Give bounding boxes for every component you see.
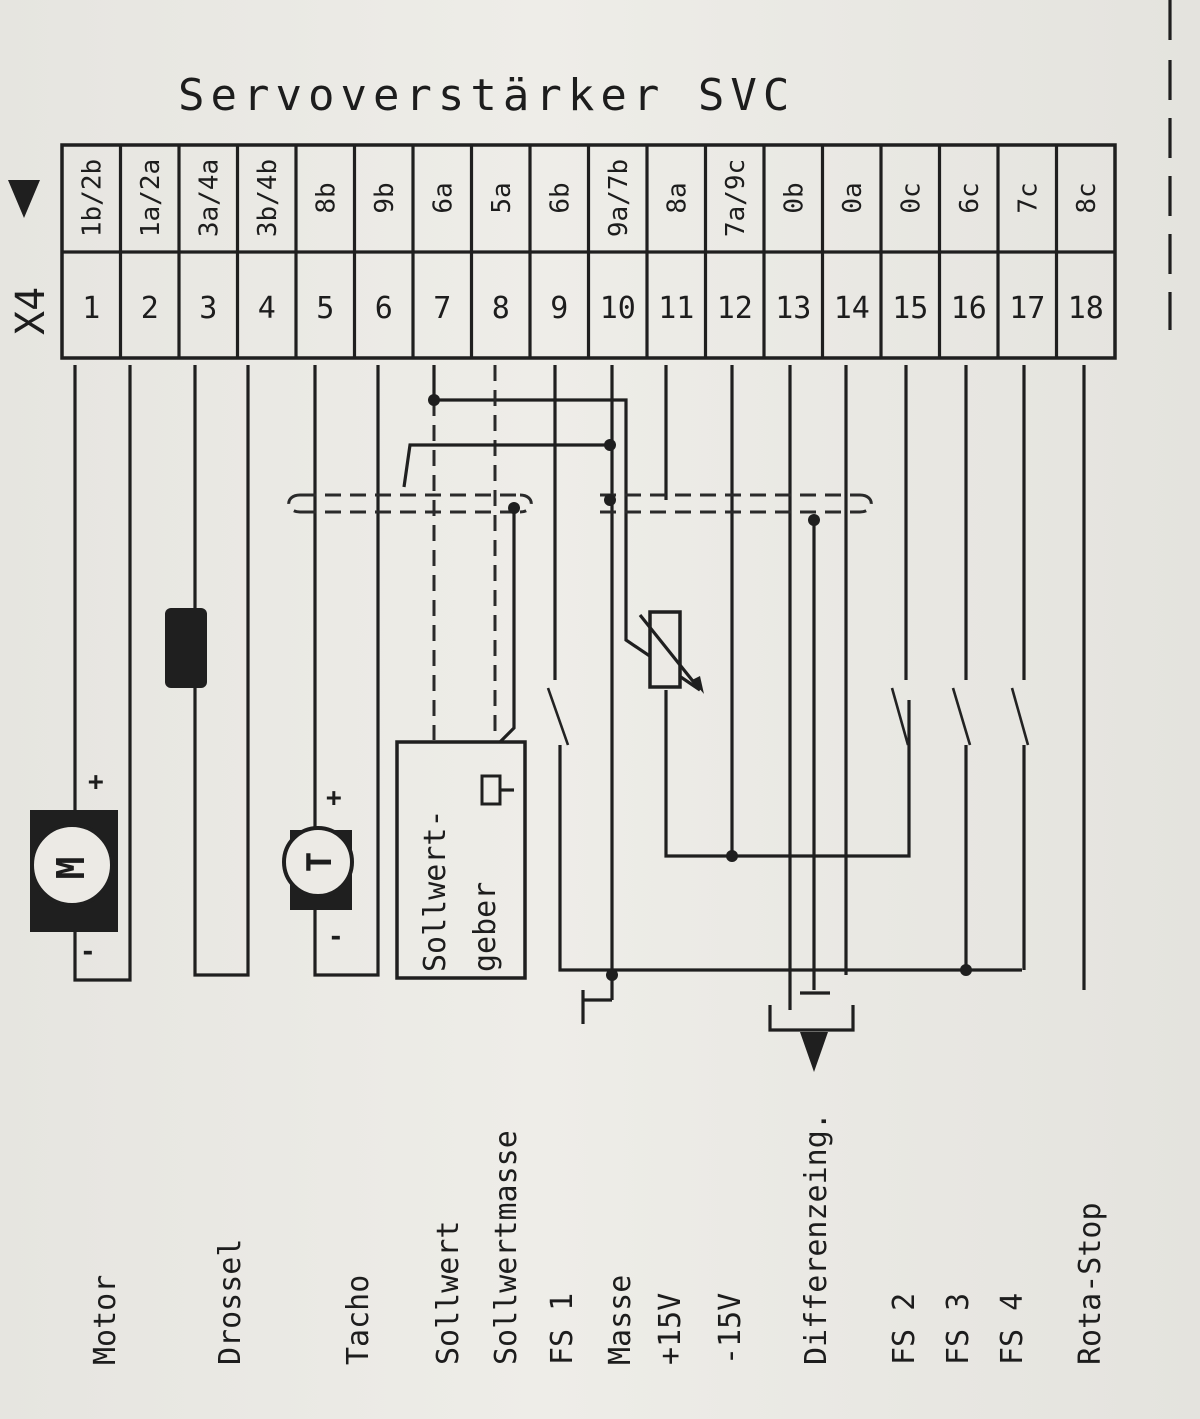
pin-contact-2: 1a/2a — [136, 159, 166, 237]
pin-number-10: 10 — [600, 291, 636, 326]
pin-contact-17: 7c — [1013, 182, 1043, 213]
pin-contact-15: 0c — [896, 182, 926, 213]
junction-dots — [428, 394, 972, 981]
pin-number-12: 12 — [717, 291, 753, 326]
label-drossel: Drossel — [213, 1239, 248, 1365]
motor-plus: + — [88, 767, 104, 797]
pin-number-13: 13 — [775, 291, 811, 326]
pin-contact-8: 5a — [487, 182, 517, 213]
pin-contact-7: 6a — [428, 182, 458, 213]
pin-number-7: 7 — [433, 291, 451, 326]
connector-arrow-icon — [8, 180, 40, 218]
pin-contact-13: 0b — [779, 182, 809, 213]
label-rota-stop: Rota-Stop — [1073, 1202, 1108, 1365]
pin-number-18: 18 — [1068, 291, 1104, 326]
pin-contact-5: 8b — [311, 182, 341, 213]
pin-contact-10: 9a/7b — [604, 159, 634, 237]
pin-dividers — [118, 145, 1059, 358]
pin-number-4: 4 — [258, 291, 276, 326]
pin-number-17: 17 — [1009, 291, 1045, 326]
tacho-minus: - — [328, 922, 344, 952]
pin-number-14: 14 — [834, 291, 870, 326]
label-minus15v: -15V — [713, 1293, 748, 1365]
pin-number-3: 3 — [199, 291, 217, 326]
pin-number-16: 16 — [951, 291, 987, 326]
wires — [73, 365, 1086, 1072]
drossel-symbol — [165, 608, 207, 688]
connector-x4: 1b/2b 1a/2a 3a/4a 3b/4b 8b 9b 6a 5a 6b 9a/7b 8a 7a/… — [8, 143, 1117, 360]
label-sollwert: Sollwert — [431, 1221, 466, 1366]
pin-contact-11: 8a — [662, 182, 692, 213]
label-fs2: FS 2 — [887, 1293, 922, 1365]
diagram-title: Servoverstärker SVC — [178, 70, 795, 121]
label-differenzeing: Differenzeing. — [799, 1112, 834, 1365]
tacho-symbol-label: T — [300, 852, 340, 872]
pin-contact-18: 8c — [1072, 182, 1102, 213]
pin-number-5: 5 — [316, 291, 334, 326]
pin-number-2: 2 — [141, 291, 159, 326]
pin-contact-labels: 1b/2b 1a/2a 3a/4a 3b/4b 8b 9b 6a 5a 6b 9a/7b 8a 7a/… — [77, 159, 1102, 237]
pin-number-8: 8 — [492, 291, 510, 326]
pin-contact-6: 9b — [370, 182, 400, 213]
pin-contact-9: 6b — [545, 182, 575, 213]
pin-number-1: 1 — [82, 291, 100, 326]
sollwertgeber-label-1: Sollwert- — [418, 809, 453, 972]
pin-contact-3: 3a/4a — [194, 159, 224, 237]
pin-contact-16: 6c — [955, 182, 985, 213]
pin-number-9: 9 — [550, 291, 568, 326]
tacho-symbol: T + - — [282, 783, 354, 952]
motor-minus: - — [80, 937, 96, 967]
label-fs3: FS 3 — [941, 1293, 976, 1365]
label-motor: Motor — [88, 1275, 123, 1365]
pin-contact-14: 0a — [838, 182, 868, 213]
connector-label: X4 — [8, 287, 54, 335]
label-plus15v: +15V — [653, 1293, 688, 1365]
pin-number-15: 15 — [892, 291, 928, 326]
pin-number-11: 11 — [658, 291, 694, 326]
motor-symbol: M + - — [30, 767, 118, 967]
signal-labels: Motor Drossel Tacho Sollwert Sollwertmas… — [88, 1112, 1108, 1365]
potentiometer-symbol — [638, 610, 704, 694]
label-tacho: Tacho — [341, 1275, 376, 1365]
pin-contact-4: 3b/4b — [253, 159, 283, 237]
label-masse: Masse — [603, 1275, 638, 1365]
pin-contact-12: 7a/9c — [721, 159, 751, 237]
pin-contact-1: 1b/2b — [77, 159, 107, 237]
label-fs4: FS 4 — [995, 1293, 1030, 1365]
tacho-plus: + — [326, 783, 342, 813]
sollwertgeber-box: Sollwert- geber — [395, 740, 527, 980]
label-sollwertmasse: Sollwertmasse — [489, 1130, 524, 1365]
pin-number-6: 6 — [375, 291, 393, 326]
sollwertgeber-label-2: geber — [468, 882, 503, 972]
label-fs1: FS 1 — [545, 1293, 580, 1365]
motor-symbol-label: M — [49, 857, 93, 880]
